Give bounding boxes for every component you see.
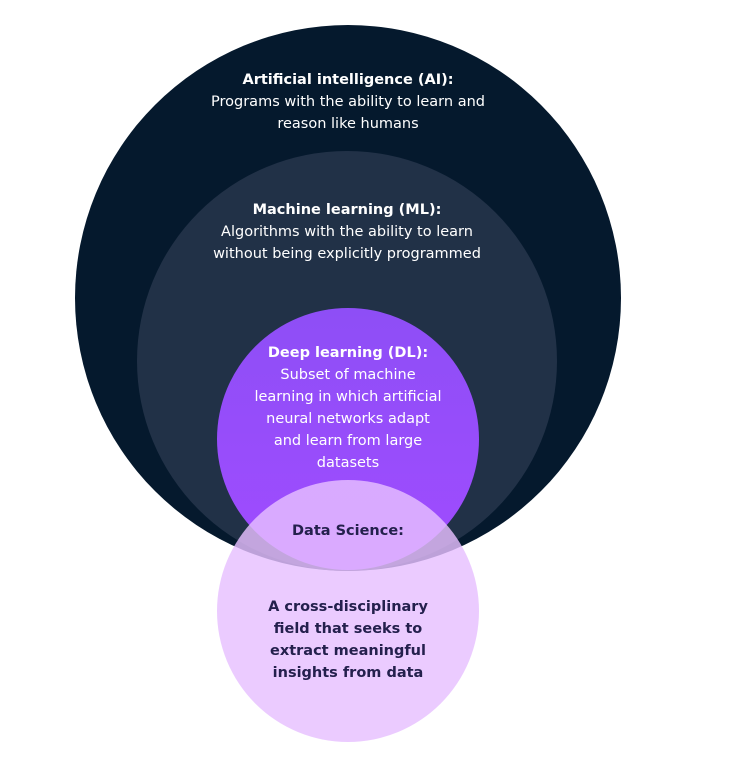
- ai-label: Artificial intelligence (AI): Programs w…: [200, 69, 496, 135]
- dl-description: Subset of machine learning in which arti…: [254, 367, 442, 471]
- dl-title: Deep learning (DL):: [267, 345, 429, 361]
- ai-description: Programs with the ability to learn and r…: [211, 94, 485, 132]
- dl-label: Deep learning (DL): Subset of machine le…: [252, 342, 444, 474]
- ds-title: Data Science:: [292, 523, 404, 539]
- ds-desc-label: A cross-disciplinary field that seeks to…: [256, 596, 440, 684]
- ds-circle: [217, 480, 479, 742]
- ml-title: Machine learning (ML):: [252, 202, 442, 218]
- ds-title-label: Data Science:: [248, 520, 448, 542]
- ml-label: Machine learning (ML): Algorithms with t…: [196, 199, 498, 265]
- ai-title: Artificial intelligence (AI):: [242, 72, 454, 88]
- ds-description: A cross-disciplinary field that seeks to…: [268, 599, 428, 681]
- ml-description: Algorithms with the ability to learn wit…: [213, 224, 481, 262]
